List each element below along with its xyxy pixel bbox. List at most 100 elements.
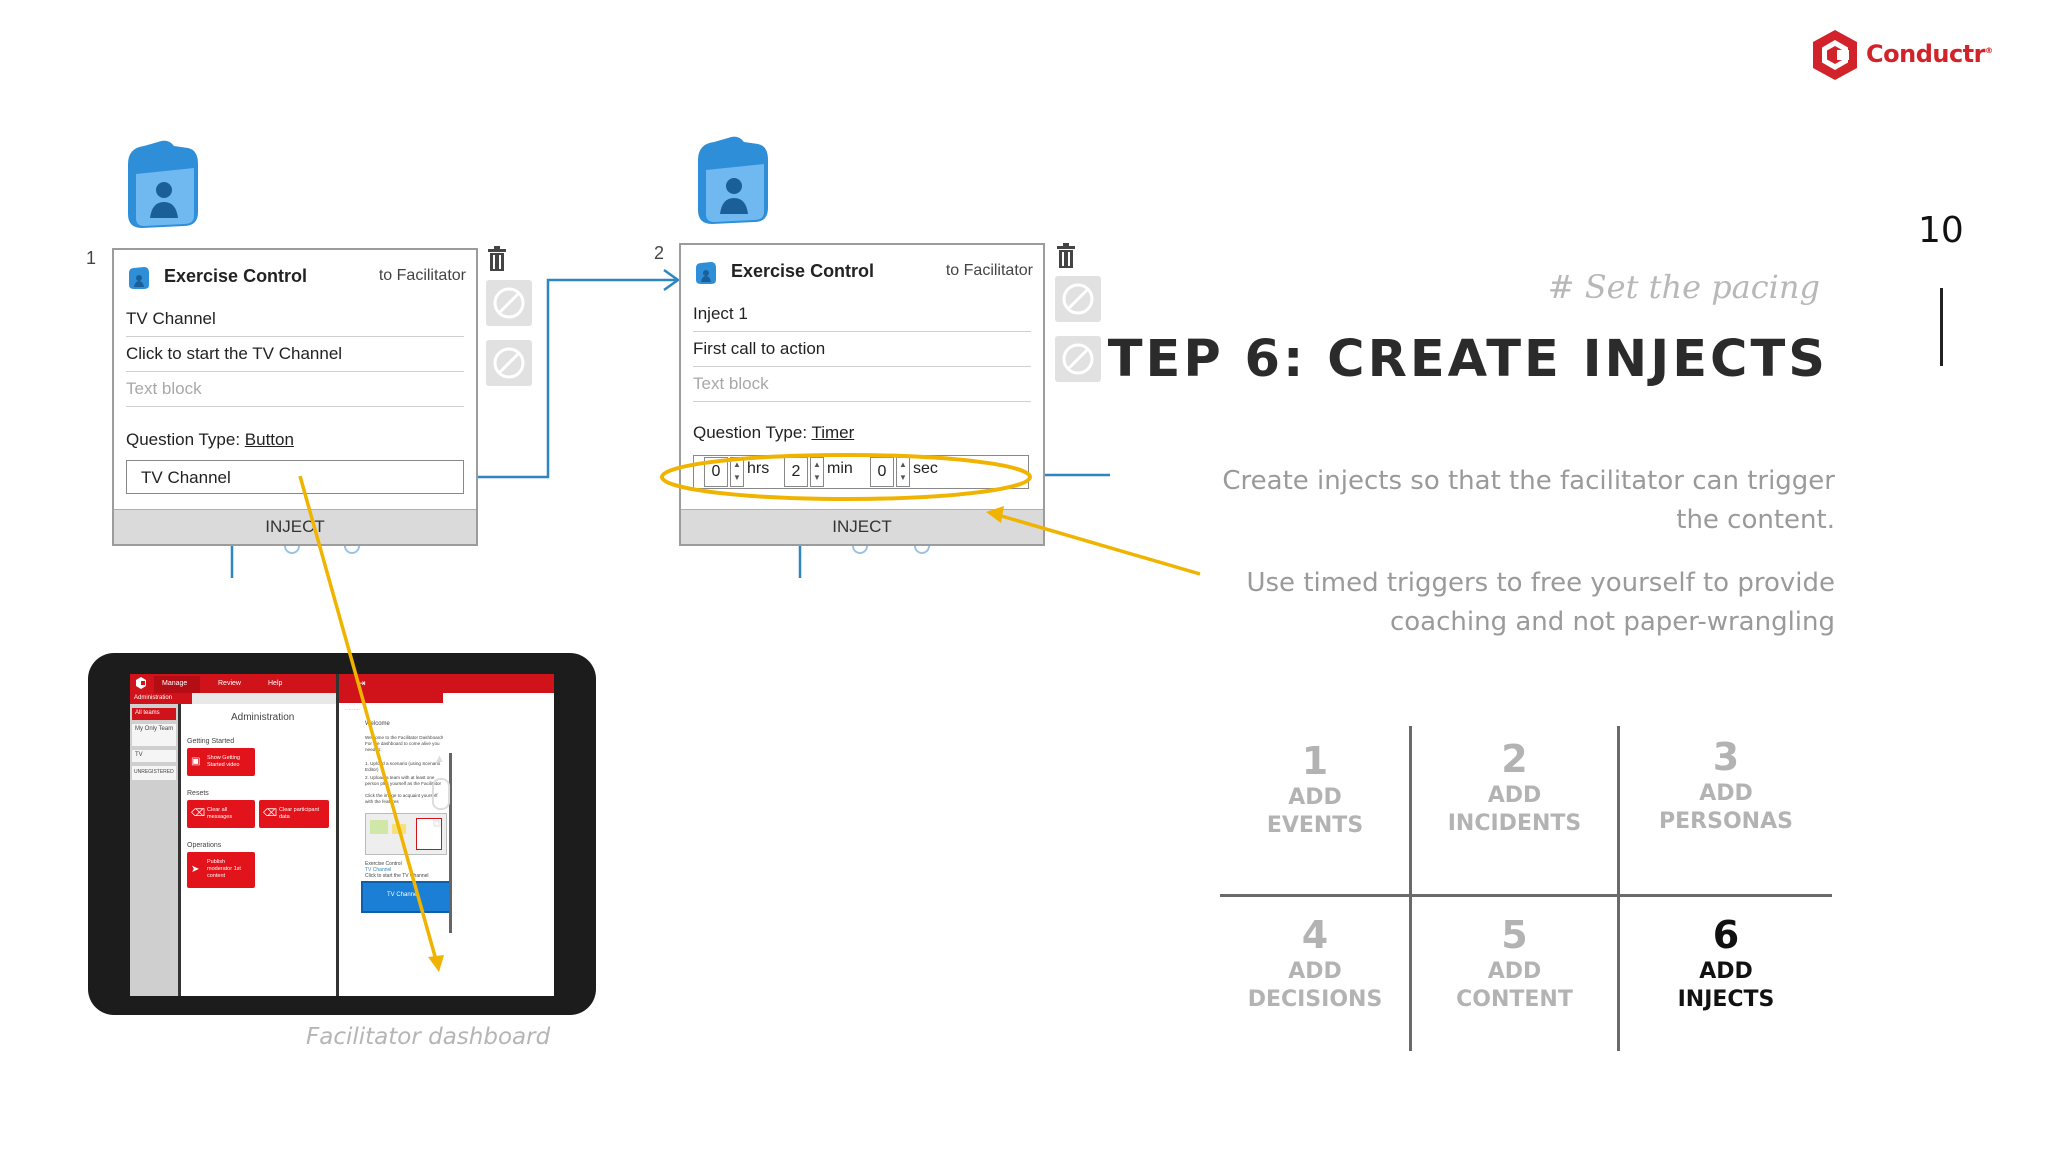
card-1-button-label-input[interactable]: TV Channel bbox=[126, 460, 464, 494]
tv-channel-button-label: TV Channel bbox=[387, 892, 419, 898]
persona-small-icon bbox=[129, 267, 149, 289]
card-1-inject-button[interactable]: INJECT bbox=[114, 509, 476, 544]
inject-card-1[interactable]: Exercise Control to Facilitator TV Chann… bbox=[112, 248, 478, 546]
step-1-label-line-2: EVENTS bbox=[1266, 813, 1364, 838]
timer-seconds-stepper[interactable]: ▲▼ bbox=[896, 457, 910, 487]
question-type-label: Question Type: bbox=[693, 423, 808, 442]
step-5-label-line-1: ADD bbox=[1487, 959, 1542, 984]
breadcrumb-label: Administration bbox=[134, 695, 173, 701]
grid-divider-vertical-2 bbox=[1617, 726, 1620, 1051]
breadcrumb: Administration bbox=[130, 693, 192, 704]
card-2-index: 2 bbox=[654, 243, 665, 263]
timer-hours-stepper[interactable]: ▲▼ bbox=[730, 457, 744, 487]
step-2-label-line-2: INCIDENTS bbox=[1447, 811, 1582, 836]
panel-divider bbox=[336, 674, 339, 996]
step-4: 4 ADD DECISIONS bbox=[1220, 912, 1410, 1014]
feed-welcome-body: Welcome to the Facilitator Dashboard! Fo… bbox=[365, 735, 444, 752]
team-all-teams-label: All teams bbox=[135, 710, 160, 716]
connector-arrowhead bbox=[663, 268, 681, 292]
body-paragraph-2-line-2: coaching and not paper-wrangling bbox=[1389, 607, 1835, 637]
disabled-circle-icon bbox=[493, 347, 525, 379]
step-6: 6 ADD INJECTS bbox=[1620, 912, 1832, 1014]
video-icon: ▣ bbox=[191, 756, 201, 767]
clear-icon: ⌫ bbox=[263, 808, 278, 819]
menu-help[interactable]: Help bbox=[268, 680, 283, 687]
team-item-label: My Only Team bbox=[135, 726, 174, 732]
clear-messages-button[interactable]: Clear all messages⌫ bbox=[187, 800, 255, 828]
menu-collapse-icon[interactable]: ⇥ bbox=[358, 678, 366, 688]
step-2-label-line-1: ADD bbox=[1487, 783, 1542, 808]
step-2: 2 ADD INCIDENTS bbox=[1412, 736, 1617, 838]
card-1-message-field[interactable]: Click to start the TV Channel bbox=[126, 337, 464, 372]
tablet-back-icon[interactable]: ▲ bbox=[434, 753, 445, 765]
admin-panel: Administration Getting Started Show Gett… bbox=[181, 704, 336, 996]
card-2-inject-button[interactable]: INJECT bbox=[681, 509, 1043, 544]
step-1-label-line-1: ADD bbox=[1288, 785, 1342, 810]
admin-panel-title: Administration bbox=[231, 712, 295, 723]
card-2-title-field[interactable]: Inject 1 bbox=[693, 297, 1031, 332]
disabled-circle-icon bbox=[1062, 343, 1094, 375]
team-item[interactable]: TV bbox=[132, 750, 176, 762]
step-3-label-line-1: ADD bbox=[1699, 781, 1753, 806]
brand-name: Conductr® bbox=[1866, 40, 1993, 68]
disabled-circle-icon bbox=[493, 287, 525, 319]
card-1-index: 1 bbox=[86, 248, 97, 268]
timer-highlight-ellipse bbox=[660, 453, 1032, 501]
body-paragraph-1-line-2: the content. bbox=[1676, 505, 1835, 535]
question-type-value[interactable]: Button bbox=[244, 430, 294, 449]
clear-participant-data-button[interactable]: Clear participant data⌫ bbox=[259, 800, 329, 828]
team-item[interactable]: UNREGISTERED bbox=[132, 766, 176, 780]
timer-minutes-input[interactable]: 2 bbox=[784, 457, 808, 487]
publish-moderator-button[interactable]: Publish moderator 1st content➤ bbox=[187, 852, 255, 888]
card-2-question-type: Question Type: Timer bbox=[693, 423, 854, 443]
step-5: 5 ADD CONTENT bbox=[1412, 912, 1617, 1014]
disable-button[interactable] bbox=[1055, 276, 1101, 322]
slide-title: STEP 6: CREATE INJECTS bbox=[1068, 330, 1828, 389]
disable-button[interactable] bbox=[486, 340, 532, 386]
grid-divider-vertical-1 bbox=[1409, 726, 1412, 1051]
highlight-arrow-line bbox=[997, 513, 1201, 576]
trash-icon[interactable] bbox=[1055, 243, 1077, 269]
card-2-title: Exercise Control bbox=[731, 261, 875, 281]
persona-folder-icon bbox=[698, 136, 768, 224]
feed-scrollbar[interactable] bbox=[449, 753, 452, 933]
card-1-title: Exercise Control bbox=[164, 266, 308, 286]
clear-participant-data-label: Clear participant data bbox=[279, 807, 320, 820]
tablet-home-button[interactable] bbox=[432, 778, 450, 810]
publish-moderator-label: Publish moderator 1st content bbox=[207, 859, 241, 879]
slide-number-divider bbox=[1940, 288, 1943, 366]
trash-icon[interactable] bbox=[486, 246, 508, 272]
step-6-number: 6 bbox=[1712, 913, 1740, 957]
step-2-number: 2 bbox=[1501, 737, 1528, 781]
feed-step-2: 2. Upload a team with at least one perso… bbox=[365, 775, 442, 786]
persona-folder-icon bbox=[128, 140, 198, 228]
question-type-value[interactable]: Timer bbox=[811, 423, 855, 442]
card-1-title-field[interactable]: TV Channel bbox=[126, 302, 464, 337]
step-6-label-line-1: ADD bbox=[1699, 959, 1753, 984]
menu-manage-tab[interactable]: Manage bbox=[154, 676, 200, 693]
timer-seconds-input[interactable]: 0 bbox=[870, 457, 894, 487]
card-1-question-type: Question Type: Button bbox=[126, 430, 294, 450]
card-2-message-field[interactable]: First call to action bbox=[693, 332, 1031, 367]
show-getting-started-button[interactable]: Show Getting Started video▣ bbox=[187, 748, 255, 776]
slide-number: 10 bbox=[1918, 210, 1964, 251]
team-all-teams[interactable]: All teams bbox=[132, 708, 176, 720]
team-item-label: TV bbox=[135, 752, 143, 758]
body-paragraph-2: Use timed triggers to free yourself to p… bbox=[1215, 564, 1835, 642]
card-1-text-block-field[interactable]: Text block bbox=[126, 372, 464, 407]
card-1-recipient: to Facilitator bbox=[378, 267, 466, 284]
disable-button[interactable] bbox=[1055, 336, 1101, 382]
step-1-number: 1 bbox=[1301, 739, 1329, 783]
disable-button[interactable] bbox=[486, 280, 532, 326]
card-2-text-block-field[interactable]: Text block bbox=[693, 367, 1031, 402]
feed-step-1: 1. Upload a scenario (using Scenario Edi… bbox=[365, 761, 441, 772]
highlight-arrowhead bbox=[986, 506, 1004, 523]
step-4-label-line-2: DECISIONS bbox=[1247, 987, 1383, 1012]
tablet-recents-icon[interactable]: ⧉ bbox=[433, 818, 441, 830]
timer-minutes-stepper[interactable]: ▲▼ bbox=[810, 457, 824, 487]
team-item-label: UNREGISTERED bbox=[134, 769, 174, 775]
menu-review[interactable]: Review bbox=[218, 680, 241, 687]
team-item[interactable]: My Only Team bbox=[132, 724, 176, 746]
